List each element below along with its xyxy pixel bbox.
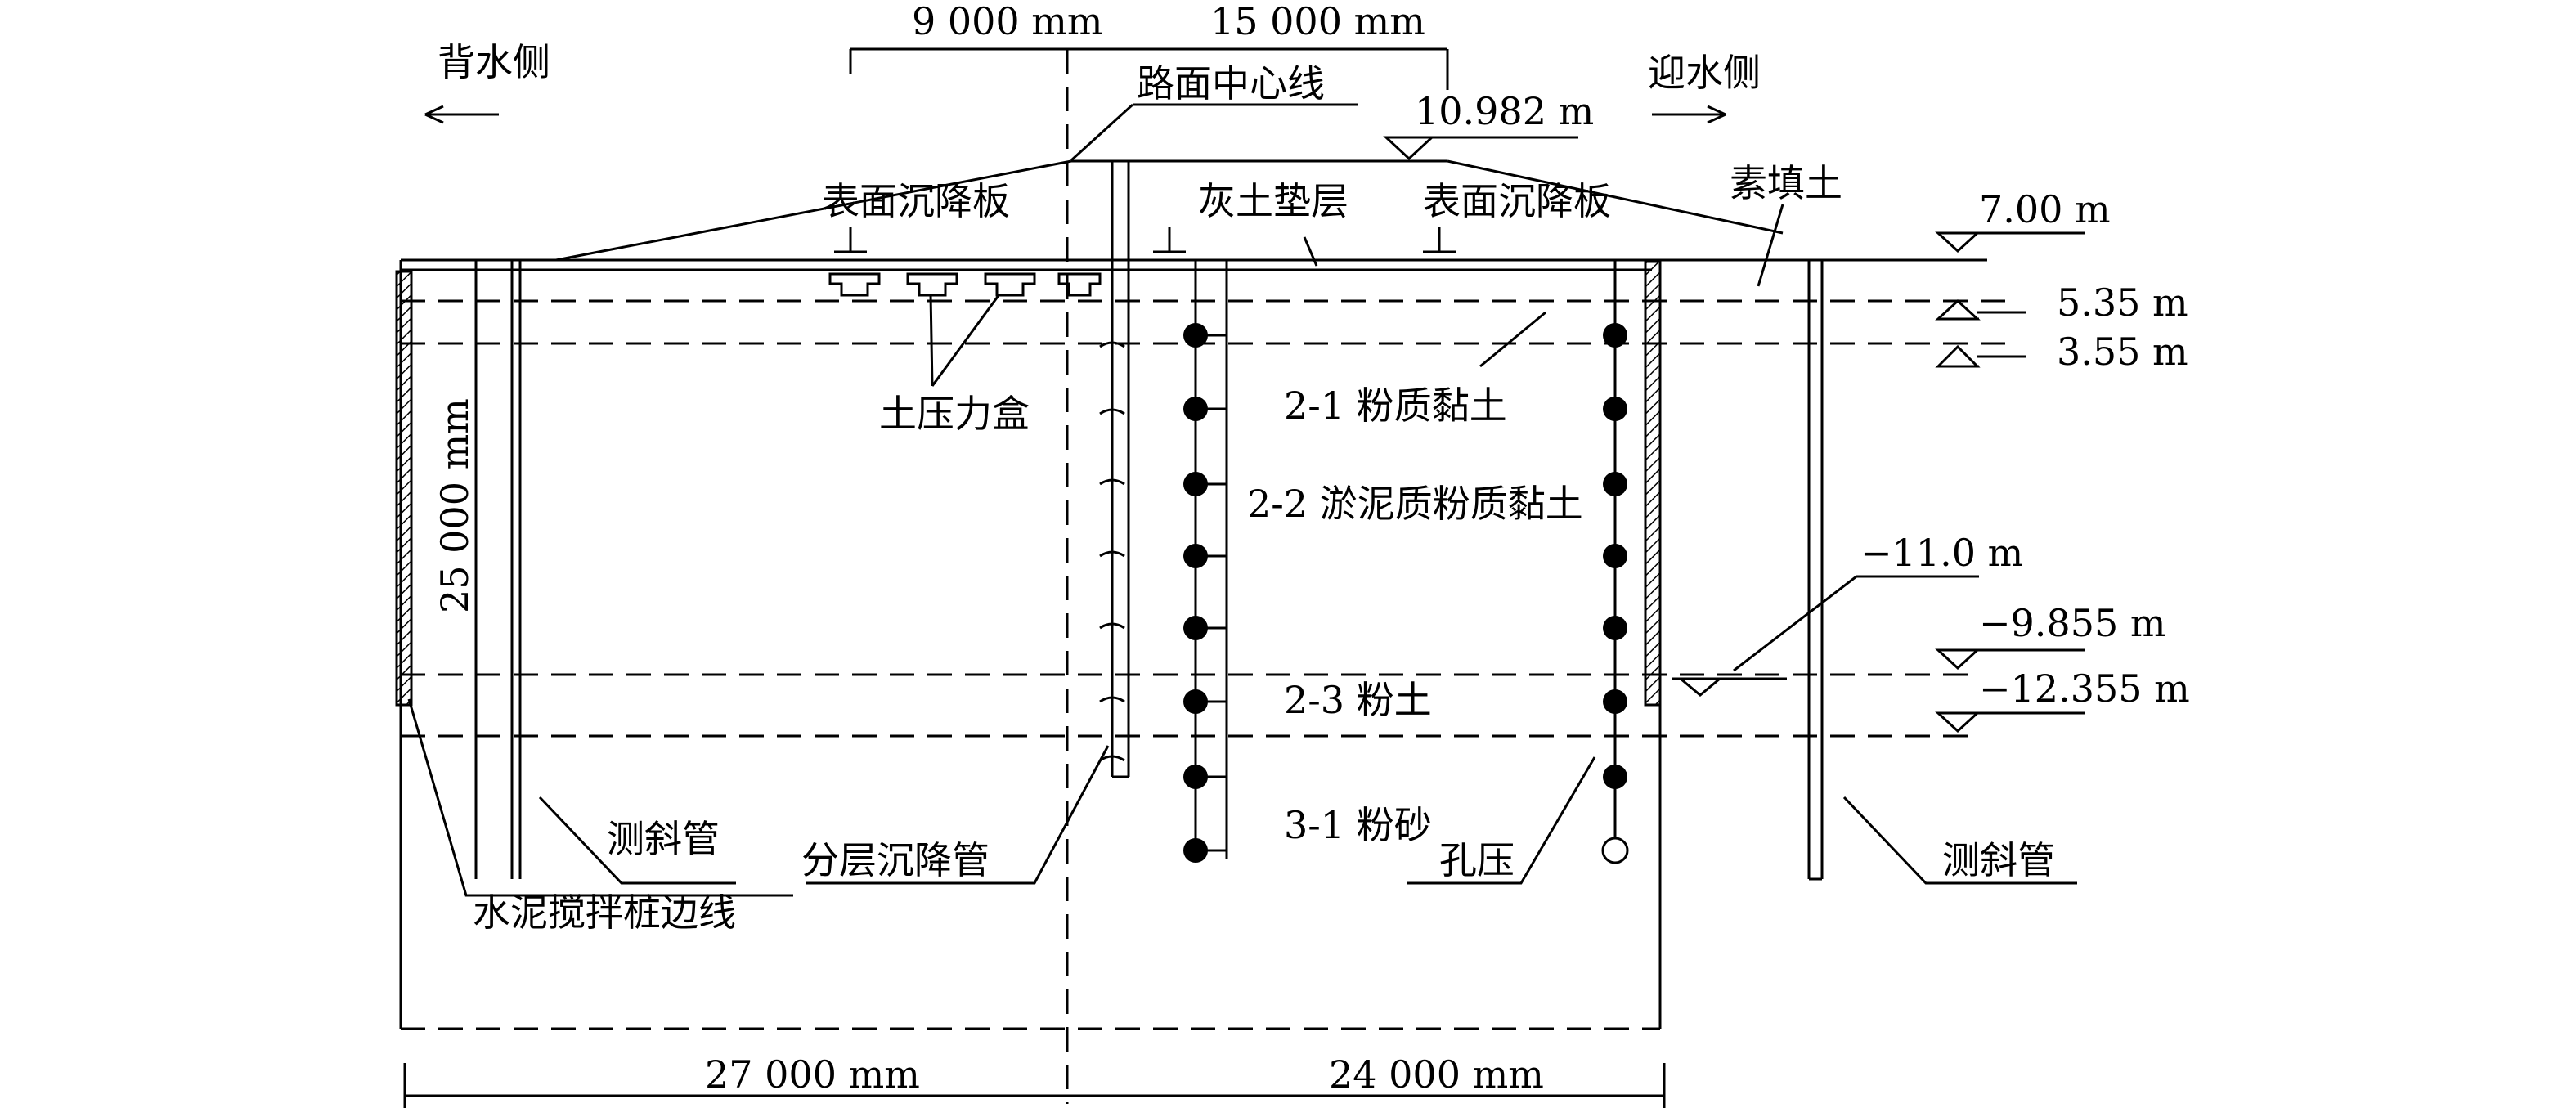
leader-inclinometer-left (538, 796, 736, 885)
soil-layer-boundaries (401, 299, 2012, 1030)
label-dim-vertical: 25 000 mm (433, 398, 477, 613)
leader-road-center (1070, 103, 1134, 162)
pore-pressure-ticks (1196, 334, 1227, 852)
leader-cement-pile (407, 698, 793, 897)
label-back-side: 背水侧 (438, 40, 550, 84)
pore-pressure-points-left (1183, 323, 1208, 863)
embankment-outline (401, 159, 1987, 271)
label-elev-700: 7.00 m (1979, 187, 2111, 231)
label-dim-top-right: 15 000 mm (1210, 0, 1425, 43)
label-elev-535: 5.35 m (2057, 280, 2188, 325)
arrow-front-side (1652, 105, 1726, 124)
leader-pore-pressure (1407, 756, 1596, 885)
label-pore-pressure: 孔压 (1439, 838, 1515, 882)
leader-lime-soil (1303, 236, 1318, 267)
label-crest-elev: 10.982 m (1415, 89, 1594, 133)
label-layer-2-3: 2-3 粉土 (1284, 678, 1432, 722)
label-dim-bottom-right: 24 000 mm (1329, 1052, 1544, 1097)
label-front-side: 迎水侧 (1648, 51, 1761, 95)
layered-settlement-tube (1099, 161, 1130, 778)
pore-pressure-points-right (1603, 323, 1627, 789)
surface-plate-symbol-mid (1153, 227, 1186, 253)
elev-marker-700 (1935, 231, 2085, 253)
label-elev-355: 3.55 m (2057, 330, 2188, 374)
leader-layer-2-1 (1479, 311, 1546, 368)
leader-plain-fill (1757, 204, 1784, 287)
label-elev-neg12355: −12.355 m (1979, 666, 2190, 711)
inclinometer-tube-right (1807, 260, 1824, 881)
elev-marker-535 (1935, 298, 2026, 321)
elev-marker-355 (1935, 344, 2026, 368)
label-layer-3-1: 3-1 粉砂 (1284, 803, 1432, 847)
cement-pile-wall-left (395, 270, 413, 707)
label-elev-neg9855: −9.855 m (1979, 601, 2165, 645)
label-cement-pile-edge: 水泥搅拌桩边线 (473, 890, 736, 935)
earth-pressure-boxes (828, 272, 1102, 297)
label-inclinometer-right: 测斜管 (1942, 838, 2055, 882)
label-dim-top-left: 9 000 mm (912, 0, 1103, 43)
cement-pile-wall-right (1644, 260, 1662, 707)
label-layer-2-1: 2-1 粉质黏土 (1284, 384, 1507, 428)
label-road-center-line: 路面中心线 (1137, 61, 1325, 105)
label-plain-fill: 素填土 (1730, 161, 1842, 205)
label-earth-pressure-box: 土压力盒 (879, 392, 1030, 436)
label-layer-2-2: 2-2 淤泥质粉质黏土 (1247, 482, 1583, 526)
surface-plate-symbol-left (834, 227, 867, 253)
dim-top (849, 47, 1449, 90)
inclinometer-tube-left (474, 260, 522, 879)
label-dim-bottom-left: 27 000 mm (705, 1052, 920, 1097)
label-lime-soil-cushion: 灰土垫层 (1198, 179, 1349, 223)
label-elev-neg110: −11.0 m (1860, 531, 2023, 575)
leader-settlement-tube (806, 745, 1110, 885)
pore-pressure-point-open (1601, 837, 1629, 864)
arrow-back-side (424, 105, 499, 124)
surface-plate-symbol-right (1423, 227, 1456, 253)
label-surface-plate-right: 表面沉降板 (1423, 179, 1611, 223)
dim-bottom (403, 1063, 1666, 1108)
label-layered-settlement-tube: 分层沉降管 (801, 838, 990, 882)
elev-marker-neg12355 (1935, 711, 2085, 733)
elev-marker-neg9855 (1935, 648, 2085, 671)
elev-marker-neg110 (1672, 575, 1979, 697)
crest-elev-marker (1383, 136, 1578, 161)
label-inclinometer-left: 测斜管 (607, 817, 720, 861)
label-surface-plate-left: 表面沉降板 (822, 179, 1010, 223)
leader-inclinometer-right (1842, 796, 2077, 885)
leader-earth-pressure (929, 294, 1001, 387)
